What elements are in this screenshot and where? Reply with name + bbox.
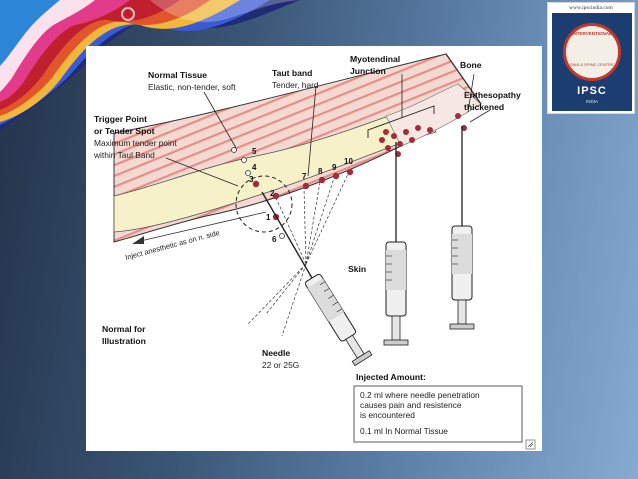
ipsc-logo: www.ipscindia.com INTERVENTIONAL PAIN & … (547, 2, 635, 114)
normal-for-line2: Illustration (102, 336, 146, 346)
trigger-point-desc2: within Taul Band (93, 150, 155, 160)
logo-country: INDIA (585, 99, 598, 104)
trigger-point-circle (235, 175, 293, 233)
skin-label: Skin (348, 264, 366, 274)
injected-title: Injected Amount: (356, 372, 426, 382)
logo-badge: INTERVENTIONAL PAIN & SPINE CENTRE IPSC … (552, 13, 632, 111)
normal-tissue-desc: Elastic, non-tender, soft (148, 82, 236, 92)
taut-band-title: Taut band (272, 68, 312, 78)
svg-text:4: 4 (252, 163, 257, 172)
logo-url: www.ipscindia.com (569, 5, 613, 11)
trigger-point-diagram: Inject anesthetic as on n. side 1 2 3 4 (93, 53, 536, 450)
taut-band-desc: Tender, hard (272, 80, 319, 90)
injected-line3: is encountered (360, 410, 415, 420)
svg-text:9: 9 (332, 163, 337, 172)
myotendinal-line1: Myotendinal (350, 54, 400, 64)
injected-line1: 0.2 ml where needle penetration (360, 390, 480, 400)
decorative-swirl (0, 0, 300, 130)
myotendinal-bracket (367, 105, 435, 138)
logo-name: IPSC (577, 85, 607, 97)
needle-title: Needle (262, 348, 290, 358)
syringe-diagonal (261, 191, 373, 367)
leader-lines (165, 73, 491, 187)
svg-text:7: 7 (302, 172, 307, 181)
logo-sub-text: PAIN & SPINE CENTRE (570, 62, 614, 67)
logo-emblem: INTERVENTIONAL PAIN & SPINE CENTRE (563, 23, 621, 81)
syringe-vertical-2 (449, 126, 475, 330)
myotendinal-line2: Junction (350, 66, 386, 76)
syringe-vertical-1 (383, 142, 409, 346)
injected-box (353, 385, 523, 443)
myotendinal-dots (379, 113, 467, 157)
svg-text:5: 5 (252, 147, 257, 156)
enthesopathy-line2: thickened (464, 102, 504, 112)
inject-arrow-line (135, 211, 267, 243)
needle-desc: 22 or 25G (262, 360, 299, 370)
logo-ring-text: INTERVENTIONAL (572, 31, 612, 36)
trigger-point-desc1: Maximum tender point (94, 138, 178, 148)
normal-tissue-title: Normal Tissue (148, 70, 207, 80)
svg-text:3: 3 (249, 175, 254, 184)
point-labels: 1 2 3 4 5 6 7 8 9 10 (249, 147, 353, 244)
trigger-point-line1: Trigger Point (94, 114, 147, 124)
inject-arrowhead (132, 236, 144, 244)
svg-text:10: 10 (344, 157, 353, 166)
resize-icon (525, 439, 536, 450)
normal-for-line1: Normal for (102, 324, 146, 334)
diagram-panel: Inject anesthetic as on n. side 1 2 3 4 (86, 46, 542, 451)
svg-text:2: 2 (270, 189, 275, 198)
band-edge (445, 53, 482, 105)
injected-line2: causes pain and resistence (360, 400, 462, 410)
bone-label: Bone (460, 60, 482, 70)
enthesopathy-line1: Enthesopathy (464, 90, 521, 100)
taut-band (113, 105, 437, 233)
svg-text:8: 8 (318, 167, 323, 176)
svg-text:1: 1 (266, 213, 271, 222)
injected-line4: 0.1 ml In Normal Tissue (360, 426, 448, 436)
trigger-point-line2: or Tender Spot (94, 126, 155, 136)
svg-text:6: 6 (272, 235, 277, 244)
needle-spread-lines (247, 173, 349, 337)
